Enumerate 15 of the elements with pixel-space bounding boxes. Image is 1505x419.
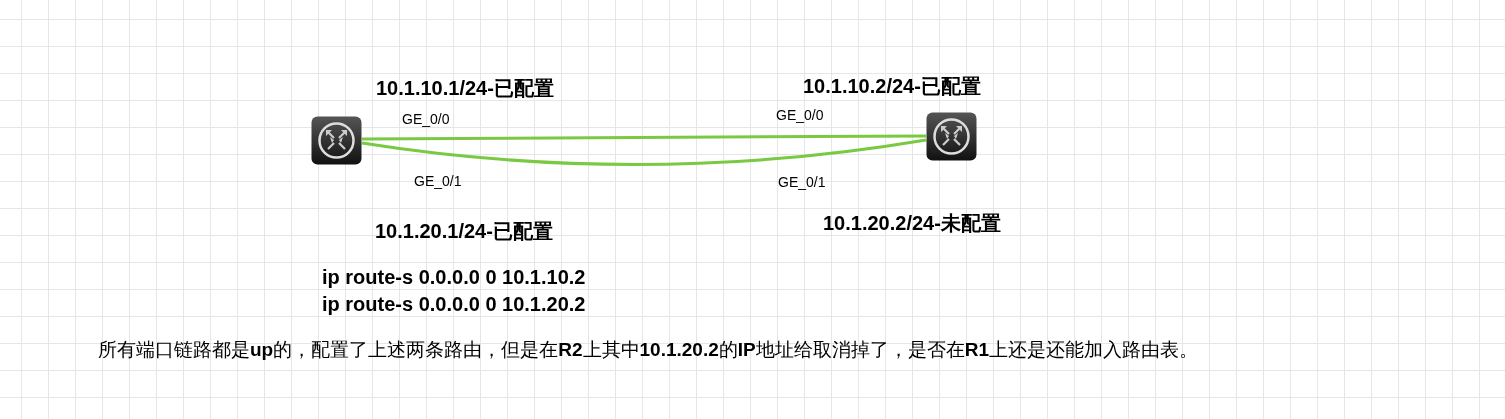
port-label: GE_0/0 [402, 111, 450, 127]
route-command: ip route-s 0.0.0.0 0 10.1.10.2 [322, 266, 586, 289]
port-label: GE_0/1 [414, 173, 462, 189]
link-line [362, 134, 926, 141]
port-label: GE_0/0 [776, 107, 824, 123]
ip-address-label: 10.1.20.1/24-已配置 [375, 219, 553, 244]
link-line [361, 138, 927, 166]
ip-address-label: 10.1.10.2/24-已配置 [803, 74, 981, 99]
route-command: ip route-s 0.0.0.0 0 10.1.20.2 [322, 293, 586, 316]
router-icon [926, 112, 977, 161]
ip-address-label: 10.1.10.1/24-已配置 [376, 76, 554, 101]
question-text: 所有端口链路都是up的，配置了上述两条路由，但是在R2上其中10.1.20.2的IP地址给取消掉了，是否在R1上还是还能加入路由表。 [98, 338, 1198, 362]
ip-address-label: 10.1.20.2/24-未配置 [823, 211, 1001, 236]
port-label: GE_0/1 [778, 174, 826, 190]
router-icon [311, 116, 362, 165]
